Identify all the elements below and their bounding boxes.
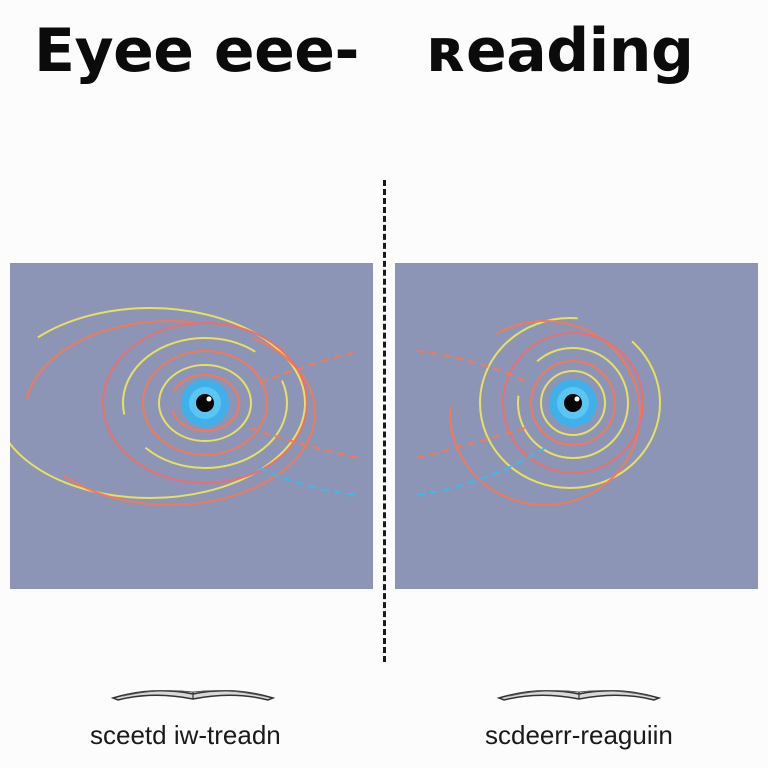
sight-line [259, 467, 361, 496]
sight-line [249, 427, 361, 459]
orbit-ring [158, 364, 252, 442]
pupil [564, 394, 582, 412]
title-right: ʀeading [428, 16, 694, 86]
right-eye-illustration [416, 317, 661, 506]
left-eye-panel [10, 263, 373, 589]
eye-highlight [206, 396, 212, 402]
sight-line [416, 427, 526, 459]
open-book-icon [496, 690, 662, 701]
title-left: Eyee eee- [34, 16, 359, 86]
orbit-ring [449, 320, 641, 506]
sight-line [416, 350, 526, 382]
orbit-ring [10, 307, 306, 499]
orbit-ring [479, 317, 661, 489]
orbit-ring [142, 350, 268, 456]
orbit-ring [517, 347, 629, 459]
caption-right: scdeerr-reaguiin [485, 720, 673, 750]
orbit-ring [170, 374, 240, 432]
pupil [196, 394, 214, 412]
orbit-ring [102, 322, 308, 484]
sight-line [416, 447, 546, 496]
orbit-ring [540, 370, 606, 436]
orbit-ring [122, 337, 288, 469]
left-eye-illustration [10, 307, 361, 506]
caption-left: sceetd iw-treadn [90, 720, 281, 750]
right-eye-panel [395, 263, 758, 589]
orbit-ring [24, 320, 316, 506]
sight-line [259, 350, 361, 384]
open-book-icon [110, 690, 276, 701]
dashed-divider [383, 180, 386, 662]
eye-highlight [574, 396, 580, 402]
orbit-ring [530, 360, 616, 446]
orbit-ring [502, 332, 644, 474]
